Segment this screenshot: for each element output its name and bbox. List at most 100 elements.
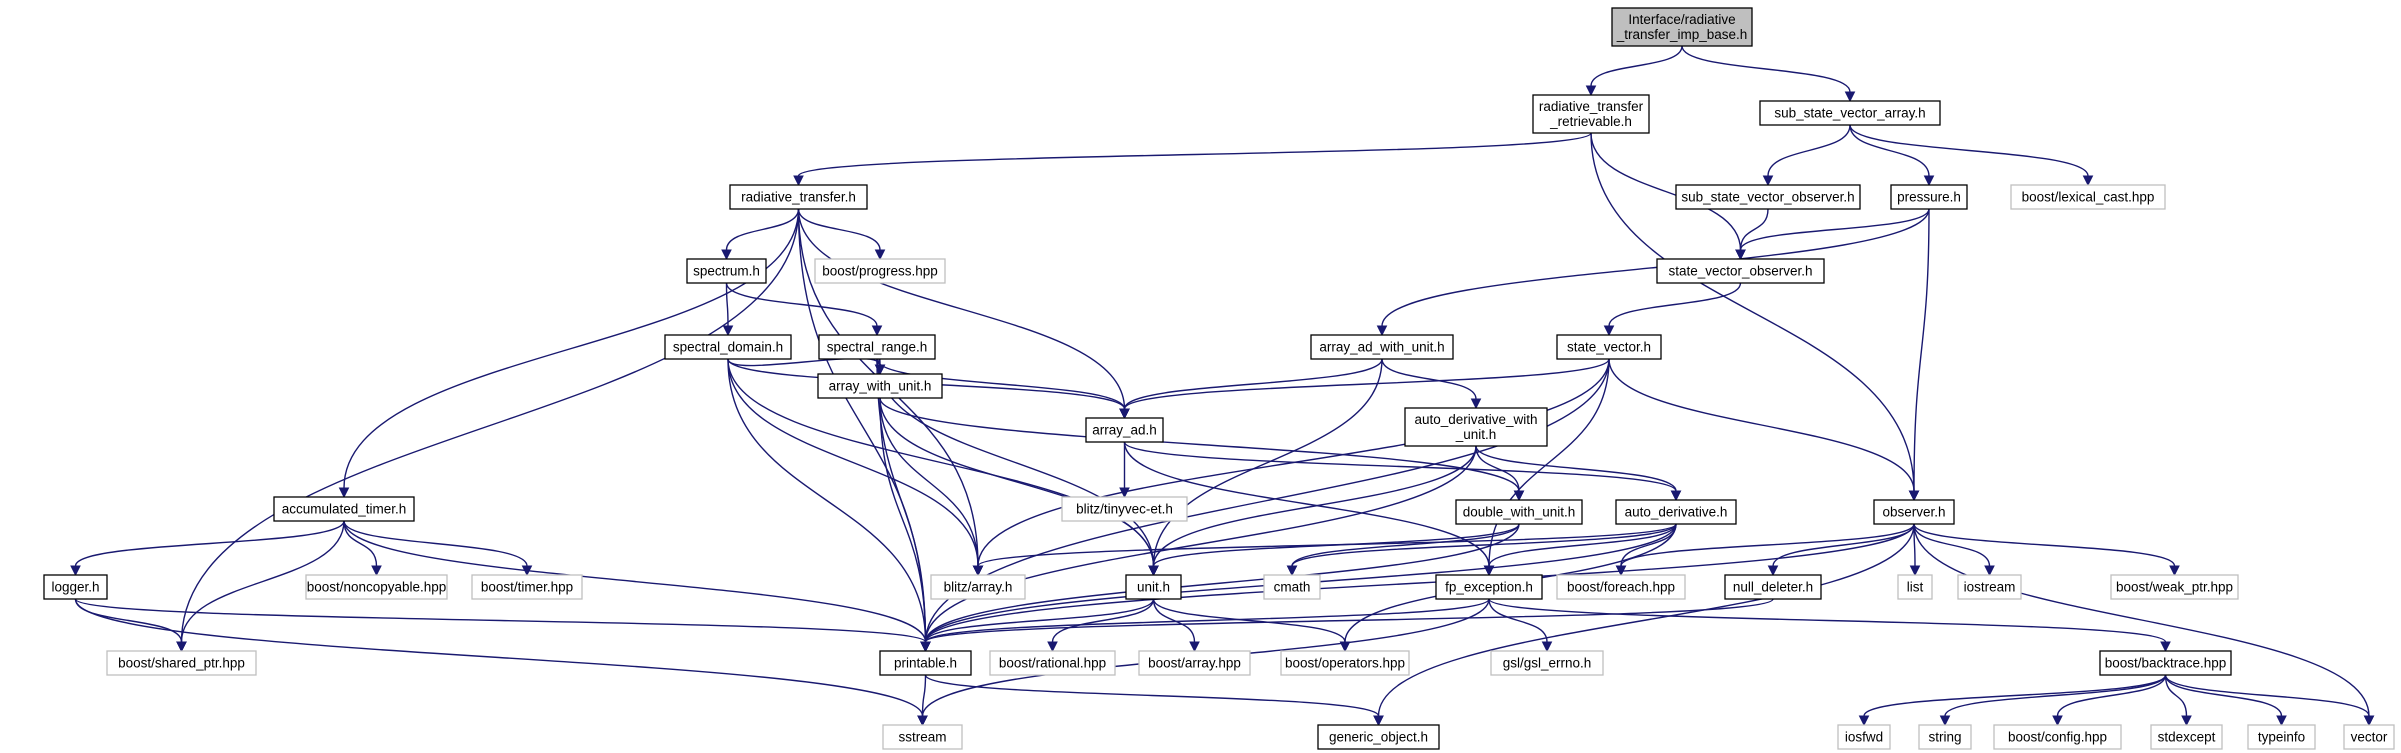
node-box: [2099, 650, 2232, 676]
node-label: boost/noncopyable.hpp: [307, 580, 447, 595]
edge-line: [1488, 598, 2167, 643]
node-label: unit.h: [1137, 580, 1170, 595]
node-label: _unit.h: [1455, 427, 1497, 442]
node-label: double_with_unit.h: [1463, 505, 1576, 520]
node-rational: boost/rational.hpp: [989, 650, 1116, 676]
node-gsl-errno: gsl/gsl_errno.h: [1490, 650, 1604, 676]
edge-arrowhead: [1585, 85, 1597, 97]
node-label: printable.h: [894, 656, 957, 671]
node-box: [1455, 499, 1583, 525]
edge-line: [1944, 674, 2167, 717]
edge-line: [343, 520, 927, 643]
dependency-edge: [793, 132, 1592, 187]
node-logger[interactable]: logger.h: [43, 574, 108, 600]
node-observer[interactable]: observer.h: [1873, 499, 1955, 525]
node-double-with-unit[interactable]: double_with_unit.h: [1455, 499, 1583, 525]
node-array-ad-with-unit[interactable]: array_ad_with_unit.h: [1310, 334, 1454, 360]
node-box: [2150, 724, 2223, 750]
node-box: [1890, 184, 1968, 210]
edge-line: [924, 598, 1490, 643]
node-box: [106, 650, 257, 676]
node-label: state_vector_observer.h: [1668, 264, 1812, 279]
edge-line: [74, 598, 924, 717]
edge-arrowhead: [1339, 641, 1351, 653]
node-generic-object[interactable]: generic_object.h: [1317, 724, 1440, 750]
node-null-deleter[interactable]: null_deleter.h: [1724, 574, 1822, 600]
node-accumulated-timer[interactable]: accumulated_timer.h: [273, 496, 415, 522]
node-label: boost/config.hpp: [2008, 730, 2107, 745]
node-svo[interactable]: state_vector_observer.h: [1656, 258, 1825, 284]
edge-line: [1849, 124, 1930, 177]
node-root[interactable]: Interface/radiative_transfer_imp_base.h: [1611, 7, 1753, 47]
file-nodes: Interface/radiative_transfer_imp_base.hr…: [43, 7, 2395, 750]
node-spectral-range[interactable]: spectral_range.h: [818, 334, 936, 360]
edge-arrowhead: [1047, 641, 1058, 653]
edge-line: [1739, 208, 1769, 251]
node-label: generic_object.h: [1329, 730, 1428, 745]
edge-line: [343, 520, 378, 567]
node-vector: vector: [2343, 724, 2395, 750]
edge-line: [797, 132, 1592, 177]
node-box: [879, 650, 972, 676]
node-box: [729, 184, 868, 210]
dependency-edge: [1148, 523, 1520, 577]
edge-line: [1590, 132, 1915, 492]
node-box: [1556, 574, 1686, 600]
node-label: string: [1928, 730, 1961, 745]
node-rt-retrievable[interactable]: radiative_transfer_retrievable.h: [1532, 94, 1650, 134]
node-spectral-domain[interactable]: spectral_domain.h: [664, 334, 792, 360]
edge-line: [727, 357, 881, 367]
node-box: [1317, 724, 1440, 750]
dependency-edge: [70, 520, 345, 577]
node-ssva[interactable]: sub_state_vector_array.h: [1759, 100, 1941, 126]
dependency-edge: [1908, 208, 1930, 502]
node-label: boost/operators.hpp: [1285, 656, 1405, 671]
edge-line: [1913, 523, 1991, 567]
node-label: vector: [2351, 730, 2388, 745]
edge-arrowhead: [1373, 715, 1384, 727]
edge-arrowhead: [2363, 715, 2375, 727]
node-label: spectral_range.h: [827, 340, 928, 355]
dependency-edge: [1488, 598, 2171, 653]
node-fp-exception[interactable]: fp_exception.h: [1435, 574, 1543, 600]
node-spectrum[interactable]: spectrum.h: [686, 258, 767, 284]
dependency-edge: [1119, 442, 1130, 499]
edge-line: [924, 523, 1915, 643]
edge-line: [1381, 208, 1930, 327]
node-ssvo[interactable]: sub_state_vector_observer.h: [1675, 184, 1861, 210]
node-array-ad[interactable]: array_ad.h: [1085, 417, 1164, 443]
edge-arrowhead: [2169, 565, 2180, 577]
edge-line: [1152, 358, 1383, 567]
node-shared-ptr: boost/shared_ptr.hpp: [106, 650, 257, 676]
node-box: [471, 574, 583, 600]
edge-line: [1123, 441, 1490, 567]
dependency-edge: [343, 520, 382, 577]
node-auto-derivative-with-unit[interactable]: auto_derivative_with_unit.h: [1404, 407, 1548, 447]
edge-arrowhead: [1767, 565, 1779, 577]
node-pressure[interactable]: pressure.h: [1890, 184, 1968, 210]
node-lexical-cast: boost/lexical_cast.hpp: [2010, 184, 2166, 210]
node-label: blitz/array.h: [944, 580, 1013, 595]
edge-line: [1608, 282, 1742, 327]
node-backtrace[interactable]: boost/backtrace.hpp: [2099, 650, 2232, 676]
dependency-edge: [727, 358, 1159, 577]
node-array-with-unit[interactable]: array_with_unit.h: [817, 373, 943, 399]
edge-line: [1475, 445, 1520, 492]
node-label: spectral_domain.h: [673, 340, 783, 355]
edge-line: [1051, 598, 1155, 643]
node-auto-derivative[interactable]: auto_derivative.h: [1615, 499, 1737, 525]
edge-line: [1620, 523, 1915, 567]
edge-arrowhead: [1670, 490, 1682, 502]
node-radiative-transfer[interactable]: radiative_transfer.h: [729, 184, 868, 210]
node-printable[interactable]: printable.h: [879, 650, 972, 676]
node-box: [1490, 650, 1604, 676]
node-unit[interactable]: unit.h: [1125, 574, 1182, 600]
node-label: radiative_transfer.h: [741, 190, 856, 205]
dependency-edge: [1608, 358, 1920, 502]
node-state-vector[interactable]: state_vector.h: [1556, 334, 1662, 360]
dependency-edge: [1858, 674, 2167, 727]
edge-arrowhead: [972, 565, 984, 577]
dependency-edge: [1767, 523, 1915, 577]
edge-line: [924, 674, 1380, 717]
edge-line: [727, 358, 927, 643]
